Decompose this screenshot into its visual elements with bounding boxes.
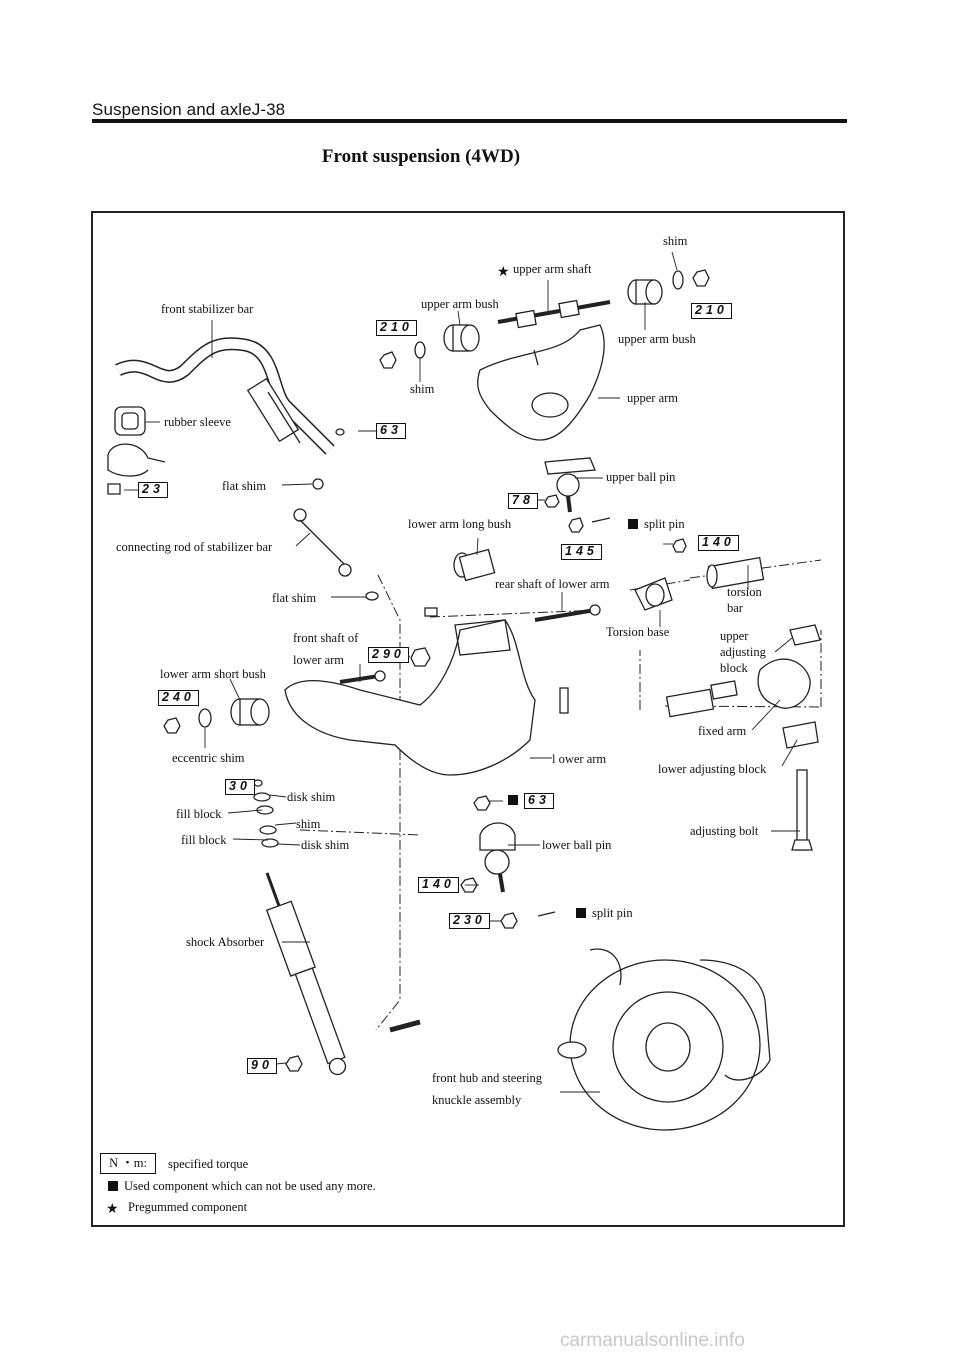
torque-63-lower-group xyxy=(508,793,524,807)
label-front-shaft-2: lower arm xyxy=(293,653,345,667)
torque-90: 90 xyxy=(247,1058,277,1074)
torque-145: 145 xyxy=(561,544,602,560)
stabilizer-bar xyxy=(115,337,335,455)
label-upper-adjusting-1: upper xyxy=(720,629,749,643)
torque-240: 240 xyxy=(158,690,199,706)
legend-pregummed: Pregummed component xyxy=(128,1200,248,1214)
torque-230: 230 xyxy=(449,913,490,929)
torque-210-left: 210 xyxy=(376,320,417,336)
label-torsion-bar-1: torsion xyxy=(727,585,762,599)
footer-watermark: carmanualsonline.info xyxy=(560,1330,745,1351)
section-header: Suspension and axleJ-38 xyxy=(92,100,286,119)
star-icon: ★ xyxy=(497,265,510,280)
torque-30: 30 xyxy=(225,779,255,795)
legend-unit-box: N ・m: xyxy=(100,1153,156,1174)
header-rule xyxy=(92,119,847,123)
label-rear-shaft-lower-arm: rear shaft of lower arm xyxy=(495,577,610,591)
bracket xyxy=(107,443,166,477)
used-square-icon xyxy=(628,519,638,529)
used-square-icon xyxy=(576,908,586,918)
label-shim-left: shim xyxy=(410,382,435,396)
page-title: Front suspension (4WD) xyxy=(321,146,521,167)
star-icon: ★ xyxy=(106,1202,119,1217)
lower-arm-shape xyxy=(284,619,536,776)
shock-absorber-shape xyxy=(265,872,347,1076)
lower-adjusting-block xyxy=(782,721,819,749)
hub-knuckle-shape xyxy=(557,948,771,1131)
label-disk-shim-2: disk shim xyxy=(301,838,350,852)
upper-adjusting-block xyxy=(789,624,821,646)
label-upper-arm: upper arm xyxy=(627,391,679,405)
label-lower-arm-long-bush: lower arm long bush xyxy=(408,517,512,531)
label-upper-adjusting-2: adjusting xyxy=(720,645,766,659)
label-lower-ball-pin: lower ball pin xyxy=(542,838,612,852)
assembly-line-left xyxy=(375,574,401,1031)
label-lower-adjusting-block: lower adjusting block xyxy=(658,762,767,776)
label-eccentric-shim: eccentric shim xyxy=(172,751,245,765)
label-fill-block-2: fill block xyxy=(181,833,227,847)
torque-63-top: 63 xyxy=(376,423,406,439)
label-hub-1: front hub and steering xyxy=(432,1071,543,1085)
label-front-shaft-1: front shaft of xyxy=(293,631,359,645)
label-split-pin-2: split pin xyxy=(576,906,633,920)
label-flat-shim-2: flat shim xyxy=(272,591,317,605)
label-disk-shim-1: disk shim xyxy=(287,790,336,804)
torque-210-right: 210 xyxy=(691,303,732,319)
label-fixed-arm: fixed arm xyxy=(698,724,747,738)
upper-arm-shaft xyxy=(497,299,611,329)
used-square-icon xyxy=(108,1181,118,1191)
torque-63-lower: 63 xyxy=(524,793,554,809)
legend-unit-desc: specified torque xyxy=(168,1157,249,1171)
fixed-arm xyxy=(757,658,811,709)
used-square-icon xyxy=(508,795,518,805)
label-upper-arm-bush-left: upper arm bush xyxy=(421,297,499,311)
label-lower-arm-short-bush: lower arm short bush xyxy=(160,667,266,681)
label-shock-absorber: shock Absorber xyxy=(186,935,265,949)
label-torsion-bar-2: bar xyxy=(727,601,743,615)
label-torsion-base: Torsion base xyxy=(606,625,670,639)
diagram-frame xyxy=(91,211,845,1227)
lower-ball-pin xyxy=(479,822,516,851)
label-connecting-rod: connecting rod of stabilizer bar xyxy=(116,540,273,554)
legend-used: Used component which can not be used any… xyxy=(108,1179,376,1194)
label-lower-arm: l ower arm xyxy=(552,752,607,766)
label-upper-arm-bush-right: upper arm bush xyxy=(618,332,696,346)
label-adjusting-bolt: adjusting bolt xyxy=(690,824,759,838)
torque-140-right: 140 xyxy=(698,535,739,551)
torque-78: 78 xyxy=(508,493,538,509)
torque-290: 290 xyxy=(368,647,409,663)
label-upper-adjusting-3: block xyxy=(720,661,748,675)
label-upper-arm-shaft: upper arm shaft xyxy=(513,262,592,276)
label-rubber-sleeve: rubber sleeve xyxy=(164,415,231,429)
torque-140-lower: 140 xyxy=(418,877,459,893)
label-shim-mid: shim xyxy=(296,817,321,831)
label-split-pin-1: split pin xyxy=(628,517,685,531)
label-upper-ball-pin: upper ball pin xyxy=(606,470,676,484)
upper-ball-pin xyxy=(544,457,596,475)
rubber-sleeve xyxy=(114,406,146,436)
label-front-stabilizer-bar: front stabilizer bar xyxy=(161,302,254,316)
upper-arm-shape xyxy=(477,324,605,441)
label-flat-shim-1: flat shim xyxy=(222,479,267,493)
label-shim-top: shim xyxy=(663,234,688,248)
label-fill-block-1: fill block xyxy=(176,807,222,821)
label-hub-2: knuckle assembly xyxy=(432,1093,522,1107)
torque-23: 23 xyxy=(138,482,168,498)
